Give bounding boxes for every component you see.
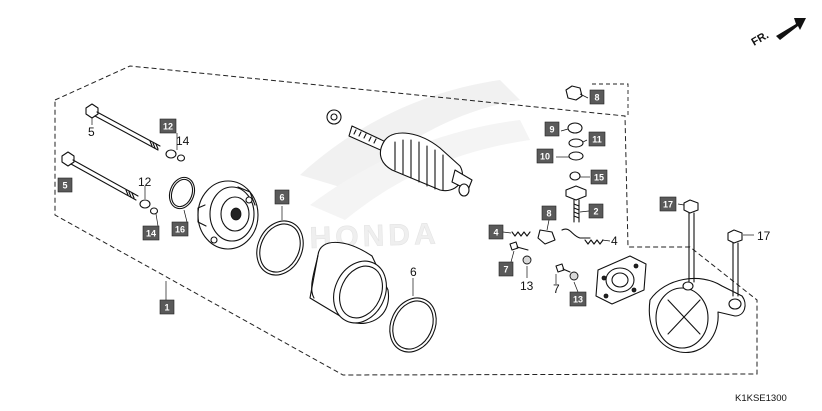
label-12-plain[interactable]: 12 <box>138 175 152 189</box>
callout-1[interactable]: 1 <box>159 299 175 315</box>
svg-text:16: 16 <box>175 225 185 235</box>
armature <box>326 109 473 197</box>
svg-text:2: 2 <box>593 207 598 217</box>
sub-assembly-outline <box>592 83 629 116</box>
callout-15[interactable]: 15 <box>590 169 608 185</box>
callout-8-lower[interactable]: 8 <box>541 205 557 221</box>
label-6-plain[interactable]: 6 <box>410 265 417 279</box>
diagram-code: K1KSE1300 <box>735 393 787 404</box>
callout-4[interactable]: 4 <box>488 224 504 240</box>
label-13-plain[interactable]: 13 <box>520 279 534 293</box>
callout-2[interactable]: 2 <box>588 203 604 219</box>
o-ring-6-front-inner <box>259 223 301 273</box>
callout-12[interactable]: 12 <box>159 118 177 134</box>
leader-lines <box>91 93 754 300</box>
bolt-17-right <box>727 229 743 297</box>
svg-text:14: 14 <box>146 229 156 239</box>
o-ring-16-inner <box>170 178 194 208</box>
label-17-plain[interactable]: 17 <box>757 229 771 243</box>
callout-8-upper[interactable]: 8 <box>589 89 605 105</box>
callout-10[interactable]: 10 <box>536 148 554 164</box>
svg-text:7: 7 <box>503 265 508 275</box>
svg-text:6: 6 <box>279 193 284 203</box>
callout-9[interactable]: 9 <box>544 121 560 137</box>
washer-11 <box>568 138 584 148</box>
long-bolt-lower <box>61 151 139 201</box>
svg-text:9: 9 <box>549 125 554 135</box>
callout-11[interactable]: 11 <box>588 131 606 147</box>
callout-5[interactable]: 5 <box>57 177 73 193</box>
washer-12-lower <box>139 199 151 209</box>
long-bolt-upper <box>85 103 161 151</box>
o-ring-14-lower <box>149 207 159 215</box>
svg-text:17: 17 <box>663 200 673 210</box>
svg-text:15: 15 <box>594 173 604 183</box>
svg-text:5: 5 <box>62 181 67 191</box>
label-4-plain[interactable]: 4 <box>611 234 618 248</box>
nut-8 <box>565 85 583 101</box>
callout-17[interactable]: 17 <box>659 196 677 212</box>
front-cover <box>197 180 259 250</box>
callout-7[interactable]: 7 <box>498 261 514 277</box>
screw-7-right <box>555 263 571 273</box>
front-direction-indicator: FR. <box>750 18 806 49</box>
brush-plate <box>595 255 647 305</box>
callout-16[interactable]: 16 <box>171 221 189 237</box>
svg-text:13: 13 <box>573 295 583 305</box>
brush-holder-3 <box>537 228 591 245</box>
svg-text:8: 8 <box>546 209 551 219</box>
fr-label: FR. <box>750 29 771 48</box>
svg-text:11: 11 <box>592 135 602 145</box>
o-ring-6-front <box>256 220 304 276</box>
watermark-text: HONDA <box>309 217 440 255</box>
svg-text:10: 10 <box>540 152 550 162</box>
fr-arrow-icon <box>776 18 806 40</box>
terminal-bolt-2 <box>565 185 587 223</box>
o-ring-16 <box>168 176 196 210</box>
o-ring-6-rear-inner <box>392 300 434 350</box>
spring-4-right <box>584 239 604 245</box>
bolt-17-left <box>683 199 699 283</box>
washer-10 <box>568 151 584 161</box>
washer-12-upper <box>165 149 177 159</box>
o-ring-6-rear <box>389 297 437 353</box>
rear-cover <box>648 277 746 353</box>
label-5-plain[interactable]: 5 <box>88 125 95 139</box>
collar-9 <box>567 122 583 134</box>
assembly-outline <box>54 65 758 376</box>
svg-text:12: 12 <box>163 122 173 132</box>
svg-text:4: 4 <box>493 228 498 238</box>
o-ring-14-upper <box>176 154 186 162</box>
screw-7-left <box>509 241 529 251</box>
yoke-housing <box>309 241 390 324</box>
label-14-plain[interactable]: 14 <box>176 134 190 148</box>
svg-text:1: 1 <box>164 303 169 313</box>
o-ring-15 <box>569 171 581 181</box>
callout-13[interactable]: 13 <box>569 291 587 307</box>
callout-6[interactable]: 6 <box>274 189 290 205</box>
washer-13-right <box>569 271 579 281</box>
washer-13-left <box>522 255 532 265</box>
svg-text:8: 8 <box>594 93 599 103</box>
callout-14[interactable]: 14 <box>142 225 160 241</box>
label-7-plain[interactable]: 7 <box>553 282 560 296</box>
spring-4-left <box>511 231 531 237</box>
